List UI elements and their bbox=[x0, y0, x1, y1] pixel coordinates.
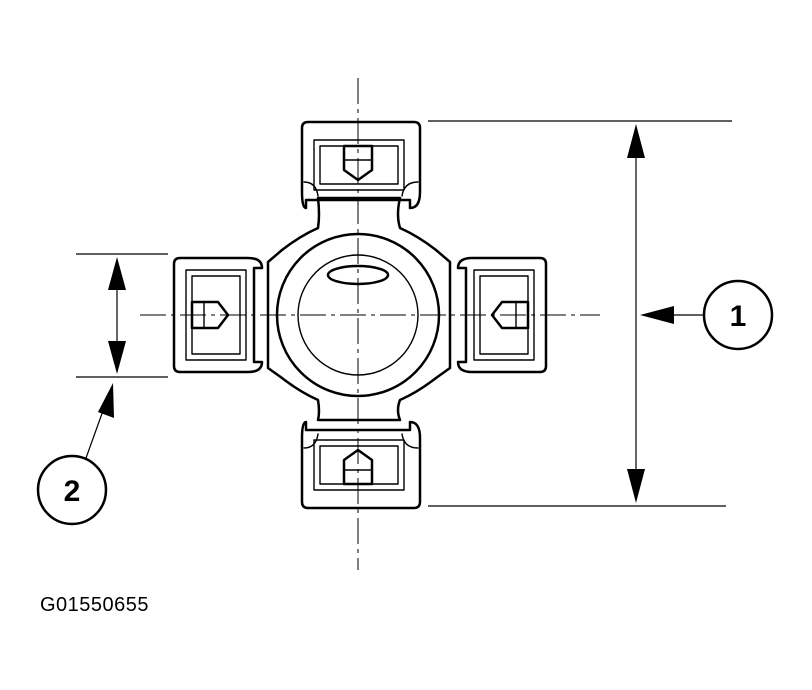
right-needle-bearing bbox=[490, 300, 530, 330]
center-lines bbox=[140, 78, 600, 570]
dimension-2 bbox=[76, 253, 168, 459]
figure-id: G01550655 bbox=[40, 594, 150, 616]
right-bearing-cap bbox=[456, 256, 548, 374]
dimension-2-arrow-up bbox=[108, 257, 126, 290]
trunnion-inner-circle bbox=[297, 254, 419, 376]
dimension-1-arrow-down bbox=[627, 469, 645, 503]
callout-1-label: 1 bbox=[730, 300, 747, 333]
top-bearing-cap bbox=[300, 120, 422, 210]
cross-body bbox=[266, 196, 452, 422]
callout-2-circle bbox=[36, 454, 108, 526]
dimension-1-arrow-up bbox=[627, 124, 645, 158]
left-needle-bearing bbox=[190, 300, 230, 330]
dimension-2-arrow-down bbox=[108, 341, 126, 374]
callout-2-leader bbox=[85, 407, 105, 459]
trunnion-outer-circle bbox=[275, 232, 441, 398]
callout-1-arrow bbox=[640, 306, 674, 324]
callout-1-circle bbox=[702, 279, 774, 351]
callout-2-arrow bbox=[98, 383, 114, 418]
dimension-1 bbox=[428, 120, 732, 507]
callout-1: 1 bbox=[702, 279, 774, 351]
bottom-needle-bearing bbox=[342, 448, 374, 486]
left-bearing-cap bbox=[172, 256, 264, 374]
grease-passage bbox=[326, 264, 390, 286]
callout-2-label: 2 bbox=[64, 475, 81, 508]
bottom-bearing-cap bbox=[300, 420, 422, 510]
callout-2: 2 bbox=[36, 454, 108, 526]
top-needle-bearing bbox=[342, 144, 374, 182]
